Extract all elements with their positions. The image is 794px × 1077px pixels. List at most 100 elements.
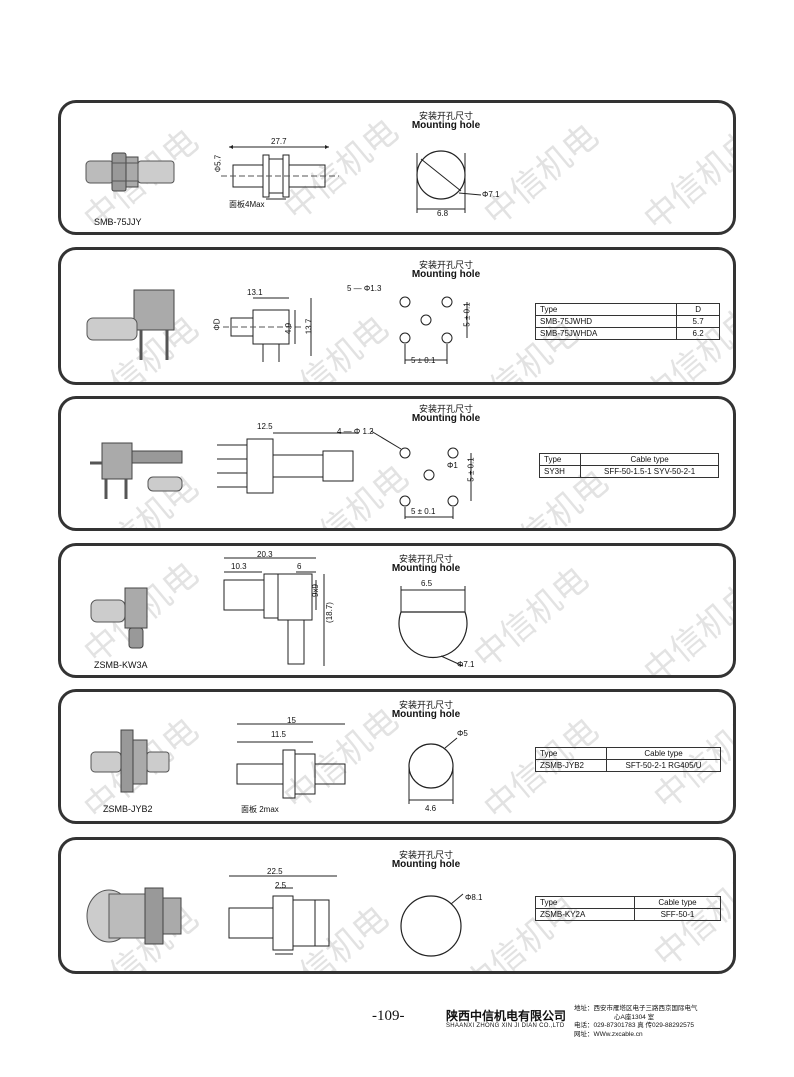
product-label: ZSMB-KW3A (94, 660, 148, 670)
dimension-label: (18.7) (324, 602, 334, 623)
table-row: SMB-75JWHD 5.7 (534, 315, 720, 328)
table-row: SMB-75JWHDA 6.2 (534, 327, 720, 340)
spec-table: Type Cable type ZSMB-KY2A SFF-50-1 (535, 896, 722, 921)
spec-table: Type Cable type ZSMB-JYB2 SFT-50-2-1 RG4… (534, 747, 721, 772)
table-header: Cable type (580, 453, 719, 466)
table-header: Cable type (633, 896, 722, 909)
dimension-label: Φ8.1 (465, 893, 483, 902)
product-label: SMB-75JJY (94, 217, 142, 227)
table-row: SY3H SFF-50-1.5-1 SYV-50-2-1 (538, 465, 719, 478)
table-row: ZSMB-JYB2 SFT-50-2-1 RG405/U (534, 759, 721, 772)
dimension-label: 6 (297, 562, 302, 571)
dimension-label: 面板 2max (241, 805, 279, 814)
mounting-hole-title-cn: 安装开孔尺寸 (418, 260, 473, 270)
product-photo (90, 729, 170, 793)
product-panel-4: 中信机电 中信机电 中信机电 ZSMB-KW3A 20.3 10.3 6 9x9… (58, 543, 736, 678)
mounting-hole-title: 安装开孔尺寸 Mounting hole (381, 111, 511, 131)
table-header: Type (534, 303, 678, 316)
mounting-hole-title-en: Mounting hole (391, 709, 461, 720)
product-panel-5: 中信机电 中信机电 中信机电 中信机电 ZSMB-JYB2 15 11.5 面板… (58, 689, 736, 824)
table-header: Type (538, 453, 582, 466)
dimension-label: 5 ± 0.1 (411, 507, 436, 516)
company-name-cn: 陕西中信机电有限公司 (446, 1009, 567, 1023)
mounting-hole-drawing (408, 737, 458, 804)
table-cell: ZSMB-JYB2 (534, 759, 608, 772)
page-number: -109- (372, 1008, 405, 1024)
side-drawing (217, 432, 359, 494)
dimension-label: 20.3 (257, 550, 273, 559)
watermark: 中信机电 (636, 121, 736, 235)
table-cell: SMB-75JWHD (534, 315, 678, 328)
dimension-label: 13.1 (247, 288, 263, 297)
mounting-hole-drawing (416, 150, 482, 213)
dimension-label: 5 — Φ1.3 (347, 284, 382, 293)
watermark: 中信机电 (636, 574, 736, 678)
product-photo (86, 289, 175, 360)
dimension-label: Φ5 (457, 729, 468, 738)
dimension-label: ΦD (212, 318, 222, 331)
dimension-label: 27.7 (271, 137, 287, 146)
dimension-label: 10.3 (231, 562, 247, 571)
mounting-hole-title: 安装开孔尺寸 Mounting hole (361, 850, 491, 870)
spec-table: Type D SMB-75JWHD 5.7 SMB-75JWHDA 6.2 (534, 303, 720, 340)
dimension-label: Φ1 (447, 461, 458, 470)
phone-line: 电话：029-87301783 真 传029-88292575 (574, 1022, 694, 1029)
mounting-hole-drawing (400, 893, 464, 957)
side-drawing (223, 297, 312, 362)
product-panel-6: 中信机电 中信机电 中信机电 中信机电 22.5 2.5 安装开孔尺寸 Moun… (58, 837, 736, 974)
table-header-row: Type Cable type (538, 453, 719, 466)
product-photo (90, 587, 148, 649)
mounting-hole-title-en: Mounting hole (391, 859, 461, 870)
dimension-label: 12.5 (257, 422, 273, 431)
product-photo (90, 442, 183, 499)
company-name-en: SHAANXI ZHONG XIN JI DIAN CO.,LTD (446, 1023, 565, 1029)
table-cell: ZSMB-KY2A (535, 908, 635, 921)
dimension-label: Φ5.7 (213, 154, 223, 173)
mounting-hole-drawing (399, 296, 468, 364)
address-line-1: 地址：西安市雁塔区电子三路西京国际电气 (574, 1005, 698, 1012)
address-line-2: 心A座1304 室 (614, 1013, 655, 1021)
mounting-hole-title-cn: 安装开孔尺寸 (398, 850, 453, 860)
website-line: 网址：WWw.zxcable.cn (574, 1030, 643, 1038)
dimension-label: 11.5 (271, 730, 286, 739)
mounting-hole-title-cn: 安装开孔尺寸 (398, 700, 453, 710)
table-header-row: Type Cable type (535, 896, 722, 909)
table-header-row: Type D (534, 303, 720, 316)
side-drawing (228, 875, 337, 955)
mounting-hole-title-cn: 安装开孔尺寸 (418, 111, 473, 121)
dimension-label: 4.9 (284, 322, 294, 335)
table-cell: SMB-75JWHDA (534, 327, 678, 340)
page-footer: -109- 陕西中信机电有限公司 SHAANXI ZHONG XIN JI DI… (0, 1003, 794, 1053)
product-panel-1: 中信机电 中信机电 中信机电 中信机电 SMB-75JJY 27.7 Φ5.7 … (58, 100, 736, 235)
mounting-hole-drawing (398, 586, 468, 667)
table-header: Type (535, 896, 635, 909)
mounting-hole-title: 安装开孔尺寸 Mounting hole (381, 404, 511, 424)
dimension-label: 5 ± 0.1 (466, 457, 476, 482)
table-header: Type (534, 747, 608, 760)
contact-info: 地址：西安市雁塔区电子三路西京国际电气 心A座1304 室 电话：029-873… (574, 1005, 698, 1039)
dimension-label: 9x9 (310, 584, 320, 597)
mounting-hole-drawing (370, 430, 472, 519)
table-cell: 6.2 (676, 327, 720, 340)
dimension-label: 4.6 (425, 804, 437, 813)
mounting-hole-title-cn: 安装开孔尺寸 (418, 404, 473, 414)
side-drawing (223, 557, 325, 666)
mounting-hole-title: 安装开孔尺寸 Mounting hole (361, 554, 491, 574)
mounting-hole-title-en: Mounting hole (411, 269, 481, 280)
dimension-label: 15 (287, 716, 296, 725)
dimension-label: 6.5 (421, 579, 433, 588)
table-cell: 5.7 (676, 315, 720, 328)
table-cell: SFF-50-1 (633, 908, 722, 921)
table-cell: SY3H (538, 465, 582, 478)
mounting-hole-title-en: Mounting hole (411, 120, 481, 131)
product-panel-3: 中信机电 中信机电 中信机电 12.5 安装开孔尺寸 Mounting hole (58, 396, 736, 531)
dimension-label: 2.5 (275, 881, 287, 890)
table-cell: SFF-50-1.5-1 SYV-50-2-1 (580, 465, 719, 478)
mounting-hole-title-en: Mounting hole (391, 563, 461, 574)
dimension-label: 22.5 (267, 867, 283, 876)
dimension-label: 面板4Max (229, 200, 265, 209)
product-label: ZSMB-JYB2 (103, 804, 153, 814)
table-header: Cable type (606, 747, 721, 760)
product-photo (85, 152, 175, 192)
